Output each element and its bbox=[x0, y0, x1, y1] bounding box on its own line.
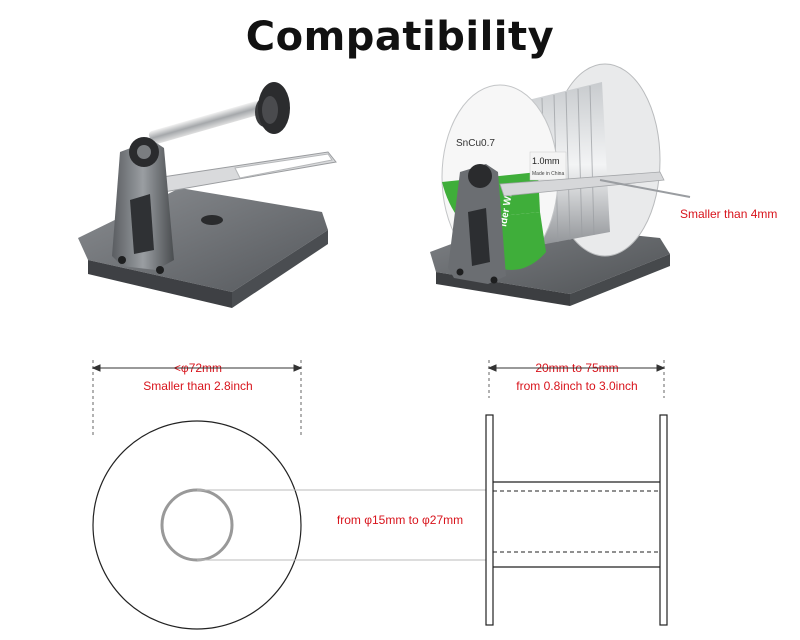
spool-label-diameter: 1.0mm bbox=[532, 156, 560, 166]
spool-core-circle bbox=[160, 488, 234, 562]
holder-photo-empty bbox=[78, 82, 337, 308]
core-diameter-label: from φ15mm to φ27mm bbox=[336, 513, 464, 527]
width-inch-label: from 0.8inch to 3.0inch bbox=[516, 379, 638, 393]
spool-flange-circle bbox=[92, 420, 302, 630]
spool-dimension-diagram bbox=[91, 360, 668, 630]
spool-label-origin: Made in China bbox=[532, 171, 564, 177]
spool-side-flange-left bbox=[485, 414, 494, 626]
diameter-inch-label: Smaller than 2.8inch bbox=[143, 379, 253, 393]
page-title: Compatibility bbox=[245, 14, 555, 60]
spool-label-alloy: SnCu0.7 bbox=[456, 138, 495, 149]
holder-photo-with-spool: SnCu0.7 lder Wire 1.0mm Made in China bbox=[430, 63, 691, 306]
spool-side-flange-right bbox=[659, 414, 668, 626]
wire-size-note: Smaller than 4mm bbox=[680, 207, 778, 221]
